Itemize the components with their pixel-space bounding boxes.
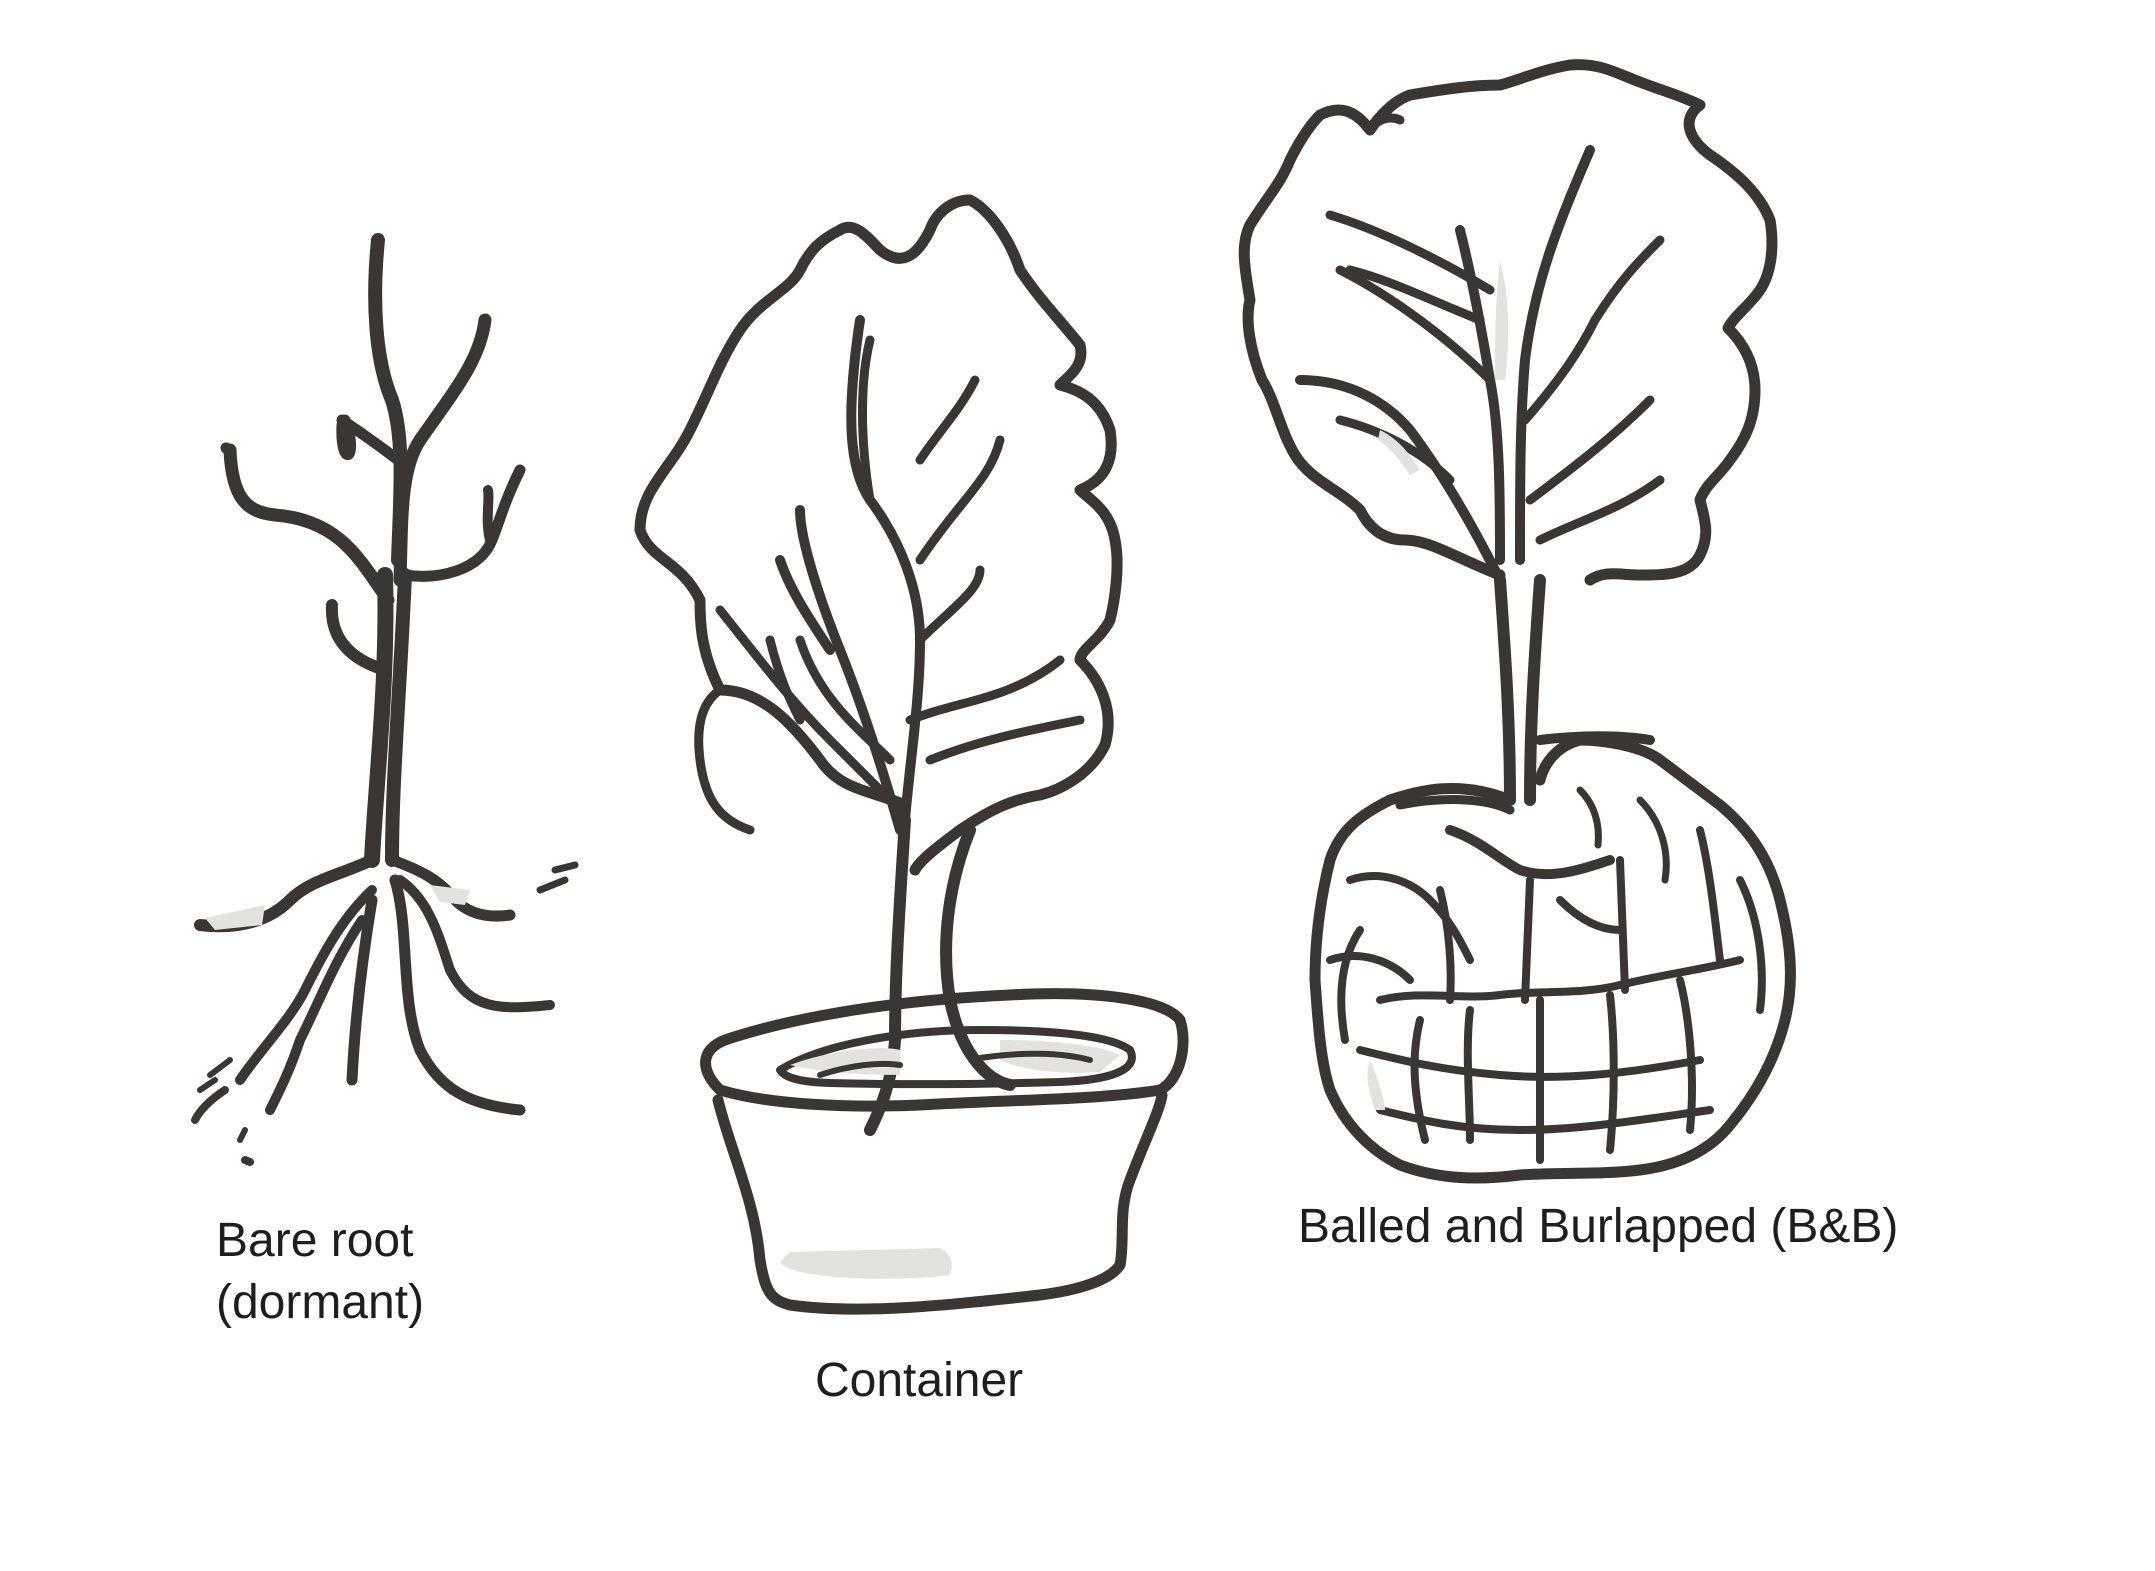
bare-root-label-line-2: (dormant) bbox=[216, 1276, 425, 1329]
container-label: Container bbox=[815, 1350, 1023, 1412]
bare-root-tree-drawing bbox=[191, 233, 579, 1166]
balled-and-burlapped-tree-drawing bbox=[1238, 59, 1796, 1184]
balled-and-burlapped-label-line-1: Balled and Burlapped (B&B) bbox=[1298, 1200, 1899, 1253]
bare-root-label: Bare root (dormant) bbox=[216, 1210, 424, 1334]
balled-and-burlapped-label: Balled and Burlapped (B&B) bbox=[1298, 1196, 1898, 1258]
container-tree-drawing bbox=[634, 194, 1189, 1315]
container-label-line-1: Container bbox=[815, 1354, 1024, 1407]
bare-root-label-line-1: Bare root bbox=[216, 1214, 414, 1267]
